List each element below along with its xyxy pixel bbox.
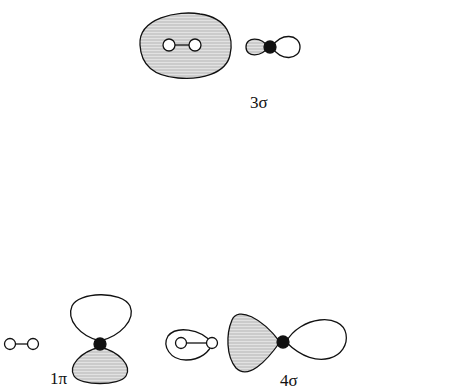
orbital-1pi [5,295,132,384]
orbital-4sigma [166,314,346,372]
orbital-label: 3σ [250,94,268,111]
orbital-label: 1π [50,370,67,387]
orbital-3sigma [140,13,300,78]
orbital-label: 4σ [280,372,298,389]
